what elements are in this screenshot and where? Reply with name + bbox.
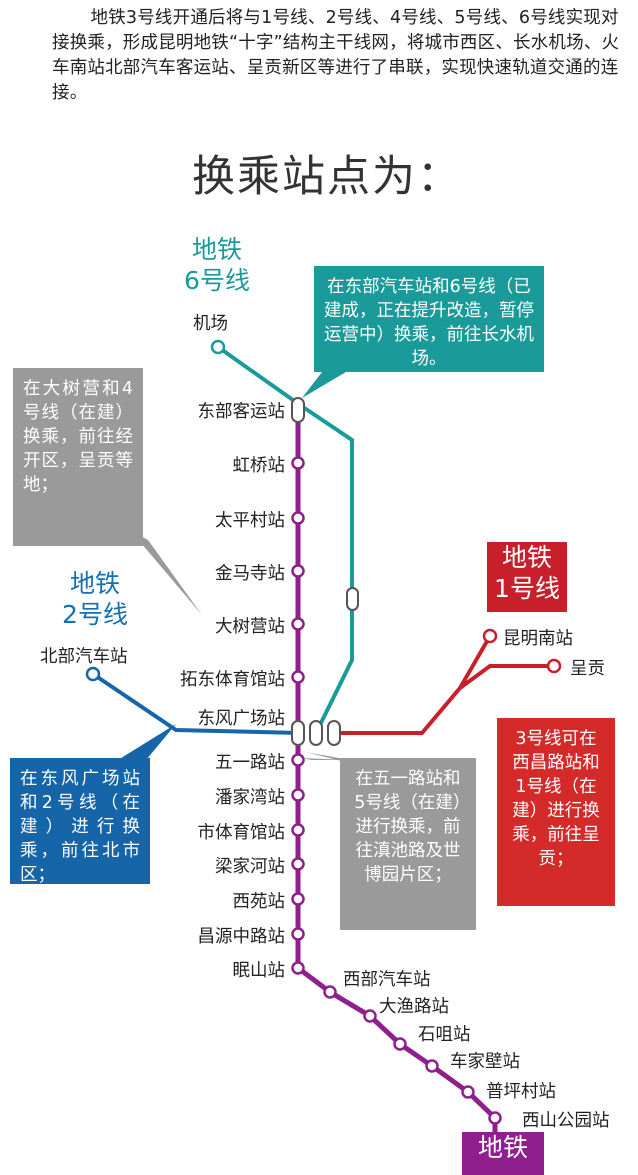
line2-track <box>91 672 301 735</box>
terminal-north-bus: 北部汽车站 <box>40 647 128 667</box>
callout-pointer-line2 <box>118 724 176 760</box>
station-label: 市体育馆站 <box>197 823 286 843</box>
station-dot-airport <box>210 339 226 355</box>
station-label: 东风广场站 <box>197 709 286 729</box>
interchange-dongfeng-3 <box>327 720 341 746</box>
station-label: 车家壁站 <box>450 1052 520 1072</box>
station-label: 眠山站 <box>232 961 286 981</box>
station-label: 东部客运站 <box>197 402 286 422</box>
callout-pointer-line5 <box>300 758 376 760</box>
callout-pointer-line4 <box>130 530 202 615</box>
line1-track-b <box>458 664 554 690</box>
intro-text: 地铁3号线开通后将与1号线、2号线、4号线、5号线、6号线实现对接换乘，形成昆明… <box>52 8 620 103</box>
callout-line6: 在东部汽车站和6号线（已建成，正在提升改造，暂停运营中）换乘，前往长水机场。 <box>314 266 544 372</box>
station-label: 梁家河站 <box>215 857 285 877</box>
station-label: 普坪村站 <box>486 1082 556 1102</box>
station-label: 虹桥站 <box>232 456 286 476</box>
station-label: 石咀站 <box>418 1025 471 1045</box>
terminal-chenggong: 呈贡 <box>570 659 605 679</box>
station-label: 拓东体育馆站 <box>180 670 285 690</box>
callout-line1: 3号线可在西昌路站和1号线（在建）进行换乘，前往呈贡； <box>497 718 615 906</box>
callout-line4: 在大树营和4号线（在建）换乘，前往经开区，呈贡等地； <box>13 368 143 546</box>
callout-line5: 在五一路站和5号线（在建）进行换乘，前往滇池路及世博园片区； <box>340 758 476 930</box>
callout-pointer-line6 <box>302 372 346 398</box>
station-dot-kunming-south <box>482 628 498 644</box>
page-title: 换乘站点为： <box>192 152 462 202</box>
station-label: 五一路站 <box>215 753 285 773</box>
line3-tag: 地铁 <box>462 1132 544 1175</box>
interchange-line6-mid <box>346 587 359 611</box>
interchange-dongfeng-1 <box>291 720 305 746</box>
line1-track-a <box>336 635 492 735</box>
station-label: 西山公园站 <box>522 1111 610 1131</box>
station-label: 西部汽车站 <box>343 970 431 990</box>
station-dot-north-bus <box>85 666 101 682</box>
line6-track <box>216 345 354 734</box>
station-label: 金马寺站 <box>215 564 285 584</box>
station-label: 大渔路站 <box>379 997 449 1017</box>
station-label: 昌源中路站 <box>197 927 286 947</box>
terminal-kunming-south: 昆明南站 <box>503 629 573 649</box>
terminal-airport: 机场 <box>193 314 228 334</box>
line3-station-dots <box>291 456 502 1125</box>
interchange-east-bus <box>291 397 305 423</box>
interchange-dongfeng-2 <box>309 720 323 746</box>
station-label: 大树营站 <box>215 617 285 637</box>
station-label: 潘家湾站 <box>215 788 285 808</box>
station-label: 西苑站 <box>232 892 286 912</box>
station-dot-chenggong <box>546 658 562 674</box>
station-label: 太平村站 <box>215 511 285 531</box>
callout-line2: 在东风广场站和2号线（在建）进行换乘，前往北市区； <box>10 758 150 885</box>
